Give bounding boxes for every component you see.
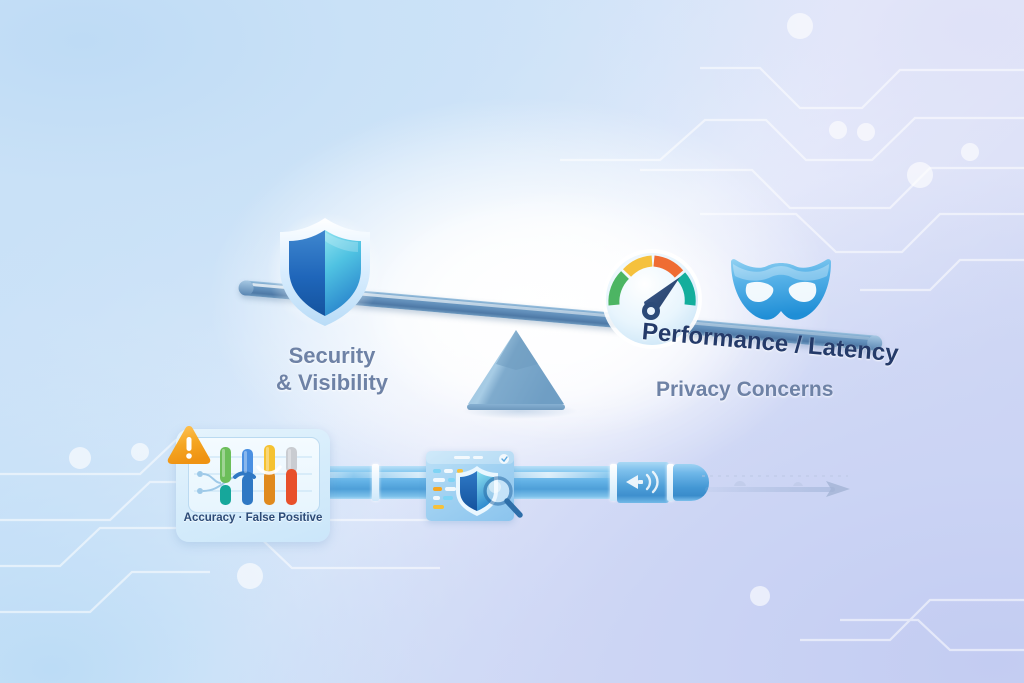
shield-icon [456,466,498,516]
flow-dashes [702,475,848,486]
panel-contents [426,451,514,509]
pipe-joint [610,464,617,501]
signal-emit-icon [626,470,659,494]
fulcrum [466,330,566,412]
metrics-card-label: Accuracy · False Positive [183,512,323,524]
pipe-nozzle [673,464,709,501]
label-security-visibility: Security & Visibility [275,343,389,395]
metrics-bar-chart [194,445,312,505]
warning-triangle-icon [167,426,211,464]
privacy-mask-icon [731,259,831,320]
flow-arrow-tail [705,487,835,492]
magnifier-icon [483,476,523,518]
shield-icon [267,212,383,328]
pipe-joint [667,464,674,501]
fulcrum-base [467,404,565,410]
performance-gauge-icon [602,249,702,349]
pipe-joint [372,464,379,501]
label-privacy-concerns: Privacy Concerns [656,378,834,401]
flow-arrow-head [826,481,850,497]
